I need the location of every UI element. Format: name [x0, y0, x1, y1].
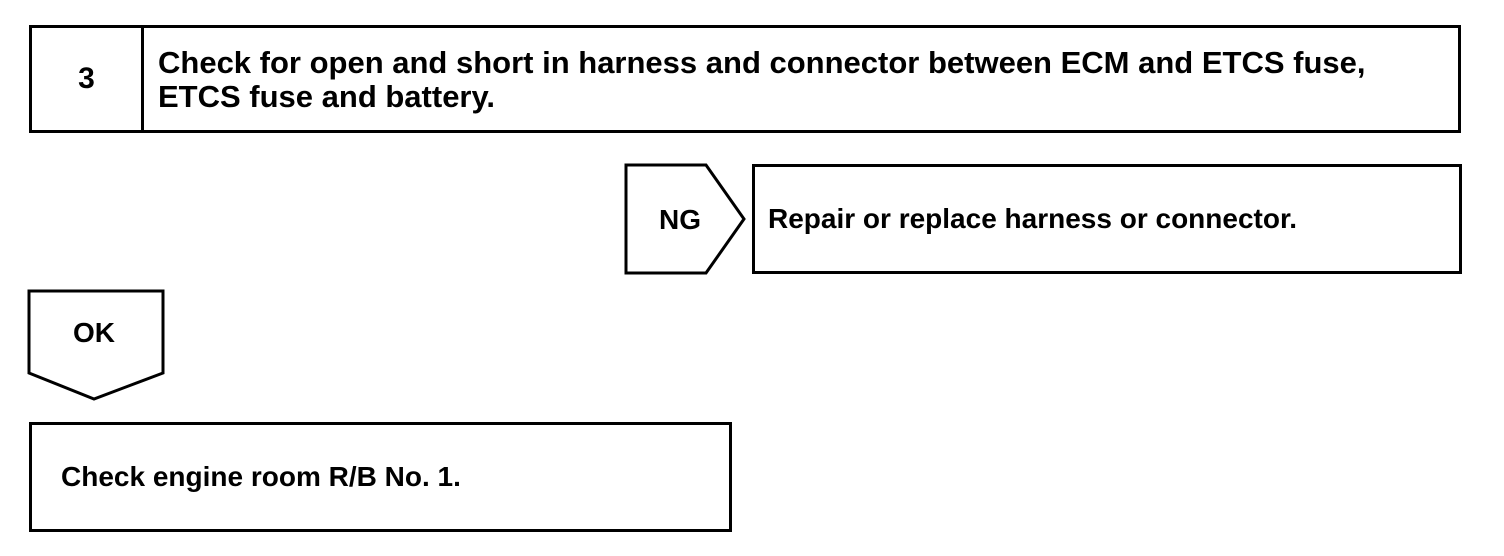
ng-label: NG	[659, 204, 701, 235]
ok-arrow: OK	[27, 289, 165, 401]
ok-action-box: Check engine room R/B No. 1.	[29, 422, 732, 532]
ng-arrow: NG	[624, 163, 746, 275]
ng-arrow-shape	[624, 163, 746, 275]
step-number: 3	[32, 28, 144, 130]
step-title: Check for open and short in harness and …	[158, 45, 1366, 114]
step-box: 3 Check for open and short in harness an…	[29, 25, 1461, 133]
ok-label: OK	[73, 317, 115, 348]
ok-action-text: Check engine room R/B No. 1.	[61, 461, 461, 492]
ng-action-box: Repair or replace harness or connector.	[752, 164, 1462, 274]
ok-arrow-shape	[27, 289, 165, 401]
ng-action-text: Repair or replace harness or connector.	[768, 203, 1298, 234]
